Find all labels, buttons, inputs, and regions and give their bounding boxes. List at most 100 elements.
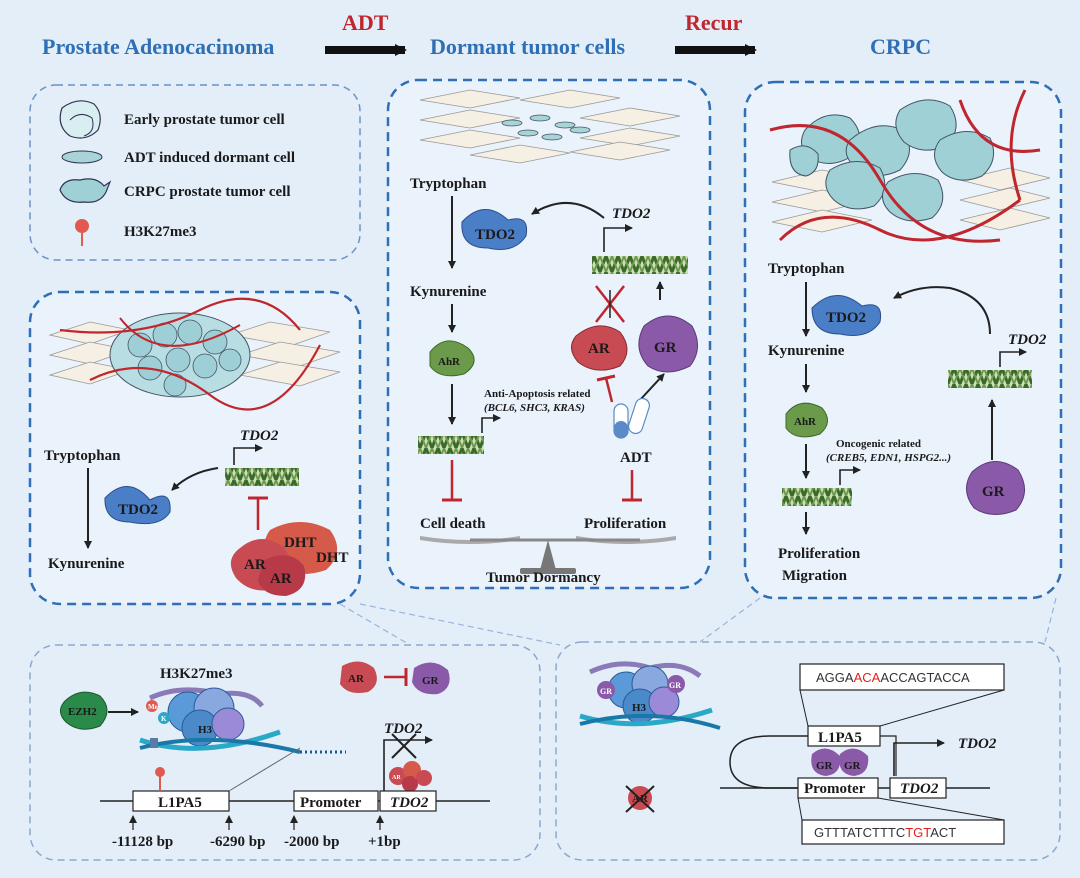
bl-position-ticks bbox=[129, 815, 384, 830]
p1-tdo2-protein bbox=[104, 486, 171, 525]
bl-gr-label: GR bbox=[422, 675, 440, 687]
panel-dormant-tumor-cells bbox=[386, 78, 712, 590]
br-nucleosome-icon bbox=[579, 661, 721, 730]
bl-l1pa5-box bbox=[132, 790, 230, 812]
p2-tryptophan: Tryptophan bbox=[410, 176, 487, 192]
p3-arrow-gene-to-protein bbox=[893, 286, 991, 335]
p3-target-transcription-arrow bbox=[839, 466, 861, 485]
br-bottom-sequence: GTTTATCTTTCTGTACT bbox=[814, 825, 956, 840]
br-l1pa5-label: L1PA5 bbox=[818, 730, 862, 746]
stage-dormant-tumor-cells: Dormant tumor cells bbox=[430, 34, 626, 59]
p1-arrow-gene-to-protein bbox=[171, 467, 219, 491]
bl-tdo2-box bbox=[379, 790, 437, 812]
h3k27me3-icon bbox=[75, 219, 89, 246]
p1-tdo2-gene-label: TDO2 bbox=[240, 428, 279, 444]
bl-complex-ar: AR bbox=[392, 775, 401, 781]
br-gr-dimer-label-1: GR bbox=[816, 760, 834, 772]
p2-anti-apoptosis-label: Anti-Apoptosis related bbox=[484, 388, 590, 400]
p3-target-gene-dna bbox=[782, 488, 852, 506]
p2-adt-activate-gr bbox=[639, 373, 665, 401]
p2-balance-scale-icon bbox=[420, 536, 676, 574]
p1-ar-label-1: AR bbox=[244, 557, 266, 573]
p3-gr-label: GR bbox=[982, 484, 1005, 500]
bl-me-label: Me bbox=[148, 703, 158, 711]
br-chromatin-loop bbox=[729, 735, 808, 789]
p2-tumor-dormancy: Tumor Dormancy bbox=[486, 570, 601, 586]
bl-pos-11128: -11128 bp bbox=[112, 834, 173, 850]
bl-pos-plus1: +1bp bbox=[368, 834, 401, 850]
p2-tdo2-protein bbox=[461, 209, 528, 250]
br-h3-label: H3 bbox=[632, 702, 647, 714]
tumor-tissue-illustration-3 bbox=[769, 89, 1051, 243]
p1-tdo2-protein-label: TDO2 bbox=[118, 502, 158, 518]
bl-tdo2-transcription-arrow bbox=[383, 736, 433, 792]
p2-adt-pills-icon bbox=[613, 397, 650, 439]
br-bottom-sequence-box bbox=[801, 819, 1005, 845]
p3-oncogenic-genes: (CREB5, EDN1, HSPG2...) bbox=[826, 452, 951, 464]
p2-arrow-gene-to-protein bbox=[531, 202, 605, 219]
br-gr-dimer-label-2: GR bbox=[844, 760, 862, 772]
p2-ahr-label: AhR bbox=[438, 356, 461, 368]
p1-ar-label-2: AR bbox=[270, 571, 292, 587]
p2-proliferation: Proliferation bbox=[584, 516, 667, 532]
br-top-sequence: AGGAACAACCAGTACCA bbox=[816, 670, 970, 685]
br-gr-dimer-2 bbox=[839, 748, 869, 776]
bl-gr-protein bbox=[412, 662, 450, 695]
legend-box bbox=[29, 84, 361, 261]
p3-tdo2-protein bbox=[811, 295, 882, 336]
p3-ahr-label: AhR bbox=[794, 416, 817, 428]
p2-cell-death: Cell death bbox=[420, 516, 486, 532]
tumor-tissue-illustration-1 bbox=[48, 297, 341, 411]
p2-adt-inhibit-ar bbox=[604, 377, 614, 403]
ezh2-label: EZH2 bbox=[68, 706, 97, 718]
ezh2-protein bbox=[60, 691, 108, 730]
bl-h3-label: H3 bbox=[198, 724, 213, 736]
p2-ahr-protein bbox=[429, 340, 475, 377]
bl-pos-2000: -2000 bp bbox=[284, 834, 339, 850]
br-promoter-label: Promoter bbox=[804, 781, 866, 797]
p1-kynurenine: Kynurenine bbox=[48, 556, 125, 572]
bl-promoter-label: Promoter bbox=[300, 795, 362, 811]
p2-anti-apoptosis-genes: (BCL6, SHC3, KRAS) bbox=[484, 402, 585, 414]
br-tdo2-box-label: TDO2 bbox=[900, 781, 939, 797]
stage-crpc: CRPC bbox=[870, 34, 931, 59]
p3-kynurenine: Kynurenine bbox=[768, 343, 845, 359]
bl-ar-label: AR bbox=[348, 673, 365, 685]
legend-mark: H3K27me3 bbox=[124, 224, 197, 240]
p2-tdo2-protein-label: TDO2 bbox=[475, 227, 515, 243]
p2-gr-label: GR bbox=[654, 340, 677, 356]
p3-gr-protein bbox=[966, 461, 1025, 515]
p1-tdo2-gene-dna bbox=[225, 468, 299, 486]
p1-transcription-arrow bbox=[233, 444, 263, 465]
bl-k-label: K bbox=[161, 715, 167, 723]
bottom-right-detail-box bbox=[555, 641, 1061, 861]
p2-tdo2-gene-label: TDO2 bbox=[612, 206, 651, 222]
br-promoter-box bbox=[797, 777, 879, 799]
p3-tdo2-gene-label: TDO2 bbox=[1008, 332, 1047, 348]
bl-tdo2-box-label: TDO2 bbox=[390, 795, 429, 811]
br-tdo2-gene-label: TDO2 bbox=[958, 736, 997, 752]
p3-tdo2-protein-label: TDO2 bbox=[826, 310, 866, 326]
bottom-left-detail-box bbox=[29, 644, 541, 861]
early-cell-icon bbox=[59, 100, 101, 139]
recur-arrow-label: Recur bbox=[685, 10, 743, 35]
p3-tdo2-gene-dna bbox=[948, 370, 1032, 388]
p3-oncogenic-label: Oncogenic related bbox=[836, 438, 921, 450]
connector-panel3-detail bbox=[1044, 597, 1057, 643]
p2-tdo2-gene-dna bbox=[592, 256, 688, 274]
connector-panel1-detail bbox=[339, 603, 411, 646]
bl-l1pa5-label: L1PA5 bbox=[158, 795, 202, 811]
p3-tryptophan: Tryptophan bbox=[768, 261, 845, 277]
p3-tdo2-transcription-arrow bbox=[999, 348, 1027, 367]
p1-dht-label-2: DHT bbox=[316, 550, 349, 566]
legend-dormant: ADT induced dormant cell bbox=[124, 150, 295, 166]
legend-early: Early prostate tumor cell bbox=[124, 112, 285, 128]
bl-pos-6290: -6290 bp bbox=[210, 834, 265, 850]
p2-ar-protein bbox=[571, 325, 628, 371]
p2-ar-label: AR bbox=[588, 341, 610, 357]
p2-target-gene-dna bbox=[418, 436, 484, 454]
bl-promoter-box bbox=[293, 790, 379, 812]
br-gr-dimer-1 bbox=[811, 748, 841, 776]
dormant-cell-icon bbox=[61, 150, 103, 164]
